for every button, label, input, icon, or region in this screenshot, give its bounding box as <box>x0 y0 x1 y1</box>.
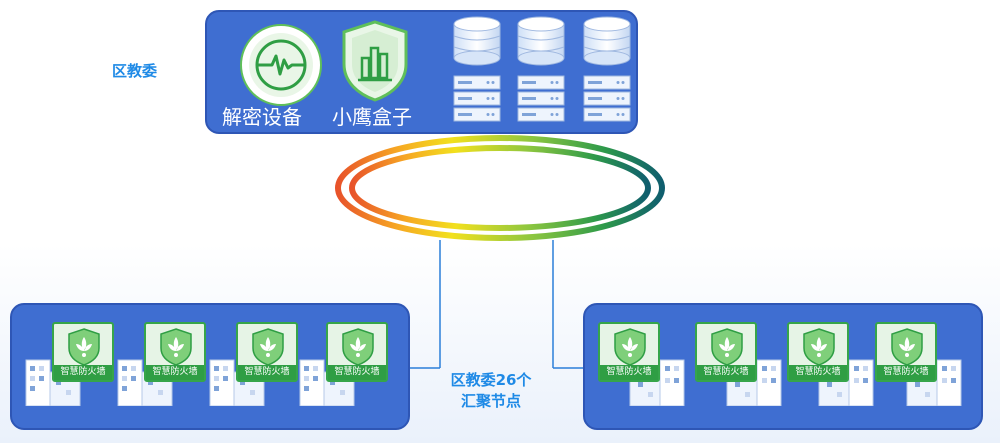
firewall-unit: 智慧防火墙 <box>695 322 787 407</box>
firewall-card: 智慧防火墙 <box>52 322 114 382</box>
firewall-unit: 智慧防火墙 <box>208 322 300 407</box>
server-rack-icon <box>517 75 565 122</box>
database-icon <box>517 16 565 66</box>
shield-lotus-icon <box>252 328 284 366</box>
firewall-card: 智慧防火墙 <box>875 322 937 382</box>
firewall-card: 智慧防火墙 <box>787 322 849 382</box>
decrypt-device-icon <box>240 24 322 106</box>
aggregation-label-line2: 汇聚节点 <box>460 392 521 410</box>
decrypt-device-label: 解密设备 <box>222 105 302 129</box>
firewall-label: 智慧防火墙 <box>789 365 847 380</box>
shield-lotus-icon <box>68 328 100 366</box>
database-icon <box>453 16 501 66</box>
network-ring-icon <box>335 135 665 241</box>
firewall-label: 智慧防火墙 <box>328 365 386 380</box>
firewall-card: 智慧防火墙 <box>144 322 206 382</box>
aggregation-node-label: 区教委26个 汇聚节点 <box>436 370 546 412</box>
server-rack-icon <box>453 75 501 122</box>
firewall-label: 智慧防火墙 <box>697 365 755 380</box>
firewall-unit: 智慧防火墙 <box>116 322 208 407</box>
firewall-unit: 智慧防火墙 <box>598 322 690 407</box>
shield-lotus-icon <box>342 328 374 366</box>
shield-lotus-icon <box>891 328 923 366</box>
firewall-card: 智慧防火墙 <box>326 322 388 382</box>
firewall-label: 智慧防火墙 <box>54 365 112 380</box>
eagle-box-shield-icon <box>342 20 408 102</box>
firewall-card: 智慧防火墙 <box>598 322 660 382</box>
firewall-card: 智慧防火墙 <box>695 322 757 382</box>
firewall-label: 智慧防火墙 <box>877 365 935 380</box>
shield-lotus-icon <box>614 328 646 366</box>
firewall-label: 智慧防火墙 <box>238 365 296 380</box>
firewall-card: 智慧防火墙 <box>236 322 298 382</box>
firewall-unit: 智慧防火墙 <box>787 322 879 407</box>
eagle-box-label: 小鹰盒子 <box>332 105 412 129</box>
firewall-unit: 智慧防火墙 <box>875 322 967 407</box>
shield-lotus-icon <box>711 328 743 366</box>
server-stacks <box>453 16 631 122</box>
district-label: 区教委 <box>112 62 158 80</box>
firewall-label: 智慧防火墙 <box>146 365 204 380</box>
firewall-label: 智慧防火墙 <box>600 365 658 380</box>
shield-lotus-icon <box>803 328 835 366</box>
firewall-unit: 智慧防火墙 <box>298 322 390 407</box>
aggregation-label-line1: 区教委26个 <box>450 371 532 389</box>
database-icon <box>583 16 631 66</box>
shield-lotus-icon <box>160 328 192 366</box>
firewall-unit: 智慧防火墙 <box>24 322 116 407</box>
server-rack-icon <box>583 75 631 122</box>
